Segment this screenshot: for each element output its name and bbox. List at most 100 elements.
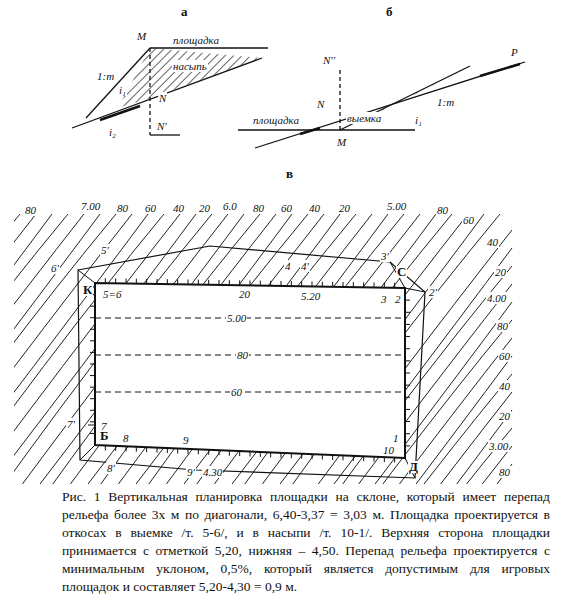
elevation-label: 1:m (96, 70, 115, 82)
slope-tick (239, 280, 240, 285)
slope-tick (405, 385, 410, 386)
slope-tick (353, 456, 354, 461)
elevation-label: 2 (394, 293, 402, 305)
elevation-label: 2' (428, 286, 438, 298)
elevation-label: 20 (338, 202, 351, 214)
elevation-label: насыпь (172, 60, 208, 72)
elevation-label: 80 (436, 204, 449, 216)
slope-tick (384, 457, 385, 462)
slope-tick (126, 446, 127, 451)
slope-tick (90, 410, 95, 411)
elevation-label: 4.00 (486, 292, 507, 304)
elevation-label: i₁ (118, 84, 127, 96)
slope-tick (405, 300, 410, 301)
site-plan (78, 246, 425, 478)
slope-tick (281, 281, 282, 286)
slope-tick (384, 283, 385, 288)
elevation-label: 3.00 (488, 440, 509, 452)
point-letter: а (180, 6, 189, 18)
slope-tick (405, 373, 410, 374)
contour-lines (14, 214, 512, 484)
elevation-label: 80 (236, 349, 249, 361)
elevation-label: N (316, 98, 325, 110)
elevation-label: выемка (346, 112, 382, 124)
elevation-label: N (158, 92, 167, 104)
slope-tick (146, 447, 147, 452)
elevation-label: 20 (498, 410, 511, 422)
slope-tick (270, 281, 271, 286)
section-fill (72, 48, 268, 135)
slope-tick (177, 448, 178, 453)
contour-line (14, 214, 36, 484)
point-letter: Б (99, 430, 110, 442)
elevation-label: 20 (198, 202, 211, 214)
slope-tick (219, 450, 220, 455)
slope-tick (115, 446, 116, 451)
slope-tick (405, 397, 410, 398)
elevation-label: 5.00 (386, 200, 407, 212)
slope-tick (146, 279, 147, 284)
slope-tick (394, 283, 395, 288)
elevation-label: 80 (24, 204, 37, 216)
point-letter: С (396, 266, 407, 278)
slope-tick (90, 317, 95, 318)
slope-tick (260, 452, 261, 457)
slope-tick (405, 421, 410, 422)
elevation-label: 1 (392, 432, 400, 444)
elevation-label: М (336, 136, 347, 148)
slope-tick (374, 457, 375, 462)
slope-tick (157, 448, 158, 453)
slope-tick (250, 281, 251, 286)
caption: Рис. 1 Вертикальная планировка площадки … (62, 488, 550, 596)
slope-tick (136, 279, 137, 284)
slope-ticks (90, 278, 410, 462)
elevation-label: 40 (498, 380, 511, 392)
point-letter: в (285, 168, 294, 180)
slope-tick (167, 448, 168, 453)
contour-line (14, 214, 20, 484)
slope-tick (90, 375, 95, 376)
contour-line (14, 214, 68, 484)
slope-tick (90, 433, 95, 434)
elevation-label: М (136, 30, 147, 42)
slope-tick (219, 280, 220, 285)
elevation-label: 60 (144, 202, 157, 214)
slope-tick (405, 360, 410, 361)
elevation-label: 8' (106, 462, 116, 474)
elevation-label: 7' (66, 418, 76, 430)
elevation-label: 4.30 (202, 466, 223, 478)
slope-tick (198, 449, 199, 454)
elevation-label: i₂ (108, 126, 117, 138)
slope-tick (250, 452, 251, 457)
slope-tick (105, 445, 106, 450)
slope-tick (90, 340, 95, 341)
elevation-label: 40 (308, 202, 321, 214)
slope-tick (208, 280, 209, 285)
slope-tick (126, 279, 127, 284)
elevation-label: площадка (172, 34, 220, 46)
slope-tick (90, 421, 95, 422)
slope-tick (363, 282, 364, 287)
slope-tick (239, 451, 240, 456)
elevation-label: 4 (284, 260, 292, 272)
elevation-label: 1:m (436, 96, 455, 108)
section-cut (238, 62, 525, 148)
slope-tick (198, 280, 199, 285)
slope-tick (167, 279, 168, 284)
elevation-label: 4' (300, 260, 310, 272)
slope-tick (90, 329, 95, 330)
slope-tick (312, 454, 313, 459)
elevation-label: 5=6 (102, 288, 122, 300)
elevation-label: 3' (380, 250, 390, 262)
slope-tick (90, 387, 95, 388)
slope-tick (291, 281, 292, 286)
elevation-label: 80 (498, 466, 511, 478)
elevation-label: 6' (50, 262, 60, 274)
slope-tick (322, 455, 323, 460)
elevation-label: 9 (182, 434, 190, 446)
elevation-label: 60 (230, 386, 243, 398)
slope-tick (405, 312, 410, 313)
elevation-label: 5.00 (226, 312, 247, 324)
slope-tick (291, 453, 292, 458)
elevation-label: 9' (186, 466, 196, 478)
